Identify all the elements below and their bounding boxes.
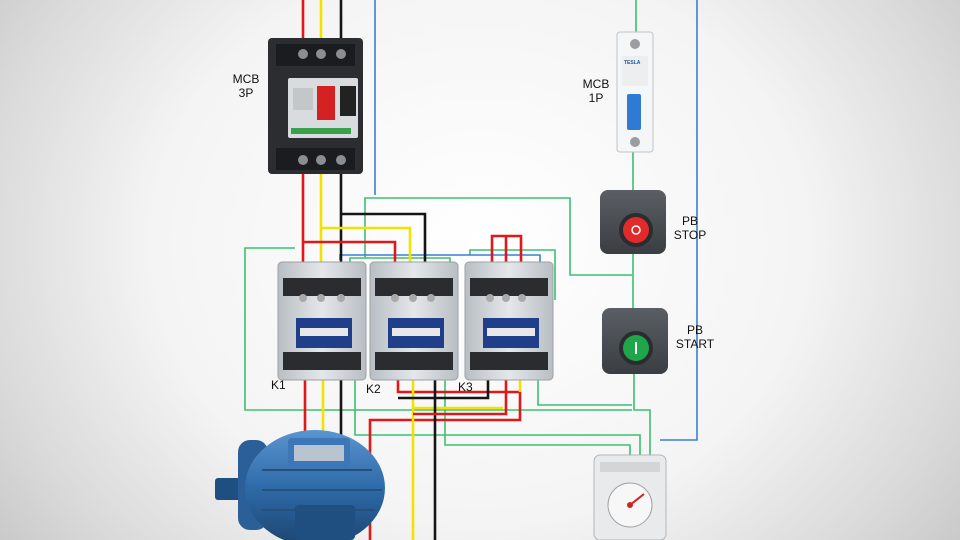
green-wire-k3-aux: [469, 249, 556, 300]
timer-dial-icon: [593, 454, 667, 540]
label-k2: K2: [366, 382, 381, 396]
label-mcb-3p-line1: MCB: [232, 72, 260, 86]
pb-stop-button: [600, 190, 666, 254]
label-pb-stop-line1: PB: [681, 214, 698, 228]
label-pb-start-line2: START: [675, 337, 715, 351]
pb-start-button: [602, 308, 668, 374]
blue-wire-right: [660, 0, 698, 441]
green-wire-bottom1: [354, 375, 641, 455]
green-wire-k3-out: [537, 375, 632, 406]
label-k3: K3: [458, 380, 473, 394]
contactor-k3: [464, 261, 554, 381]
green-wire-top-loop: [364, 197, 632, 276]
mcb-3p-breaker: [268, 38, 363, 174]
label-pb-stop: PB STOP: [668, 214, 712, 242]
label-pb-start: PB START: [670, 323, 720, 351]
green-wire-k1-loop: [244, 247, 632, 411]
label-k1: K1: [271, 378, 286, 392]
contactor-k2: [369, 261, 459, 381]
three-phase-motor-icon: [215, 430, 385, 540]
label-pb-start-line1: PB: [686, 323, 703, 337]
label-mcb-3p-line2: 3P: [238, 86, 254, 100]
label-pb-stop-line2: STOP: [673, 228, 707, 242]
label-mcb-3p: MCB 3P: [226, 72, 266, 100]
svg-text:TESLA: TESLA: [624, 60, 641, 66]
contactor-k1: [277, 261, 367, 381]
label-mcb-1p-line1: MCB: [582, 77, 610, 91]
green-wire-bottom2: [444, 375, 631, 455]
label-mcb-1p: MCB 1P: [576, 77, 616, 105]
mcb-1p-breaker: TESLA: [616, 31, 654, 153]
label-mcb-1p-line2: 1P: [588, 91, 604, 105]
green-wire-start-timer: [633, 372, 651, 455]
